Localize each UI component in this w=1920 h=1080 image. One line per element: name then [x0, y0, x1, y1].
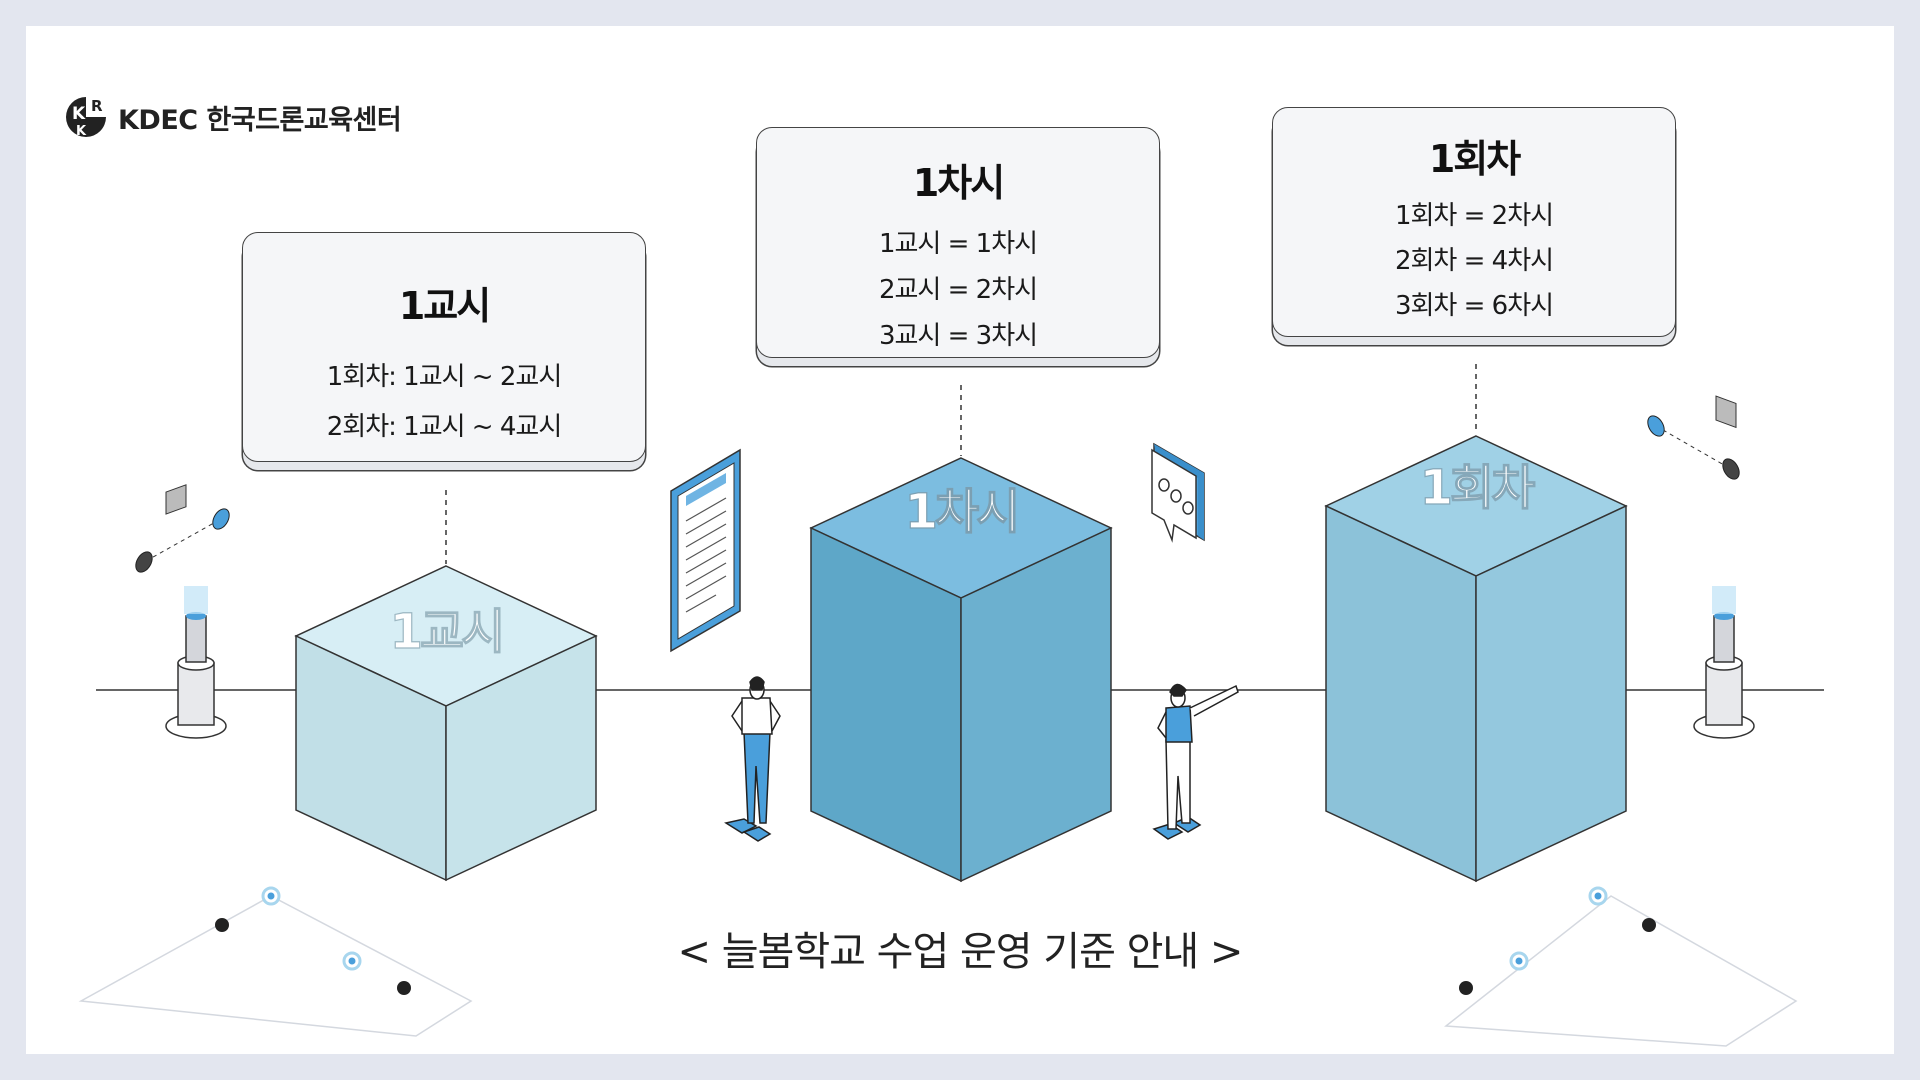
- info-card-round: 1회차 1회차 = 2차시 2회차 = 4차시 3회차 = 6차시: [1272, 107, 1676, 337]
- card-line: 2회차 = 4차시: [1394, 246, 1554, 276]
- pillar-light-icon: [1693, 586, 1755, 739]
- cube-label: 1차시: [905, 484, 1018, 540]
- info-card-session: 1차시 1교시 = 1차시 2교시 = 2차시 3교시 = 3차시: [756, 127, 1160, 358]
- kdec-logo-mark: K R K: [66, 97, 106, 139]
- card-line: 2회차: 1교시 ~ 4교시: [326, 412, 563, 442]
- circuit-decoration-left: [78, 895, 473, 1037]
- node-dot: [1459, 981, 1473, 995]
- info-card-period: 1교시 1회차: 1교시 ~ 2교시 2회차: 1교시 ~ 4교시: [242, 232, 646, 462]
- card-line: 2교시 = 2차시: [878, 275, 1038, 305]
- card-title: 1차시: [912, 161, 1005, 205]
- chat-bubble-icon: [1151, 442, 1205, 543]
- node-dot: [1642, 918, 1656, 932]
- card-line: 1교시 = 1차시: [878, 229, 1038, 259]
- logo-letter: R: [91, 97, 103, 115]
- isometric-scene: 1교시 1차시 1회차: [78, 364, 1824, 1047]
- document-icon: [670, 448, 741, 653]
- card-title: 1회차: [1428, 137, 1521, 181]
- cube-1: 1교시: [294, 565, 598, 882]
- person-icon: [724, 676, 781, 842]
- brand-logo: K R K KDEC 한국드론교육센터: [62, 92, 402, 142]
- cube-2: 1차시: [809, 457, 1113, 883]
- person-icon: [1152, 683, 1239, 840]
- diagram-caption: < 늘봄학교 수업 운영 기준 안내 >: [677, 929, 1244, 975]
- card-line: 3교시 = 3차시: [878, 321, 1038, 351]
- cube-label: 1회차: [1420, 460, 1536, 516]
- logo-letter: K: [72, 104, 86, 124]
- card-title: 1교시: [398, 284, 491, 328]
- card-line: 1회차 = 2차시: [1394, 201, 1554, 231]
- floating-disc-decoration: [135, 484, 230, 573]
- card-line: 1회차: 1교시 ~ 2교시: [326, 362, 563, 392]
- floating-disc-decoration: [1647, 395, 1740, 480]
- infographic-canvas: 1교시 1차시 1회차: [26, 26, 1894, 1054]
- node-dot: [397, 981, 411, 995]
- brand-name: KDEC 한국드론교육센터: [118, 104, 402, 136]
- node-dot: [215, 918, 229, 932]
- cube-3: 1회차: [1324, 435, 1628, 883]
- pillar-light-icon: [165, 586, 227, 739]
- logo-letter: K: [76, 124, 87, 139]
- circuit-decoration-right: [1444, 895, 1798, 1047]
- cube-label: 1교시: [390, 604, 503, 660]
- card-line: 3회차 = 6차시: [1394, 291, 1554, 321]
